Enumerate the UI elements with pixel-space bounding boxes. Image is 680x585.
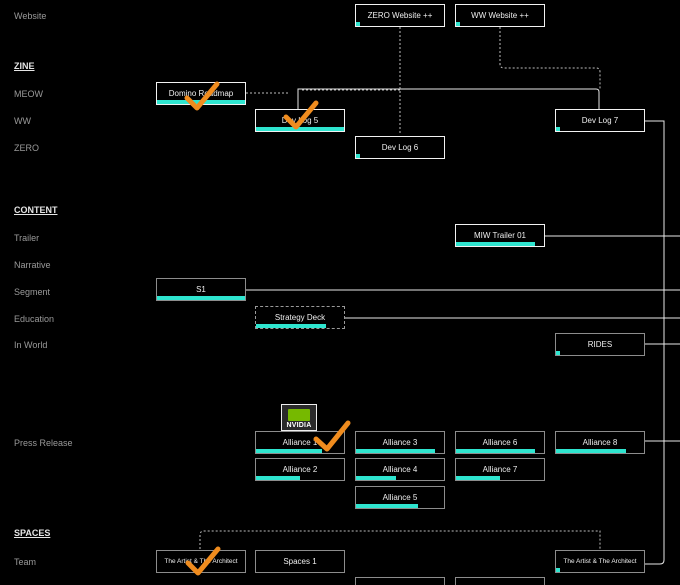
node-label: Alliance 2 [282, 465, 318, 474]
progress-bar [256, 324, 327, 328]
check-mark-icon [313, 420, 351, 452]
progress-bar [356, 449, 436, 453]
node-label: RIDES [587, 340, 613, 349]
dashed-ww-website [499, 27, 601, 89]
node-alliance-2[interactable]: Alliance 2 [255, 458, 345, 481]
node-label: Alliance 7 [482, 465, 518, 474]
node-label: Dev Log 7 [581, 116, 619, 125]
node-dev-log-6[interactable]: Dev Log 6 [355, 136, 445, 159]
node-ww-website[interactable]: WW Website ++ [455, 4, 545, 27]
progress-bar [356, 476, 396, 480]
row-label-education: Education [14, 314, 55, 324]
progress-bar [556, 449, 627, 453]
node-cut-off [455, 577, 545, 585]
node-label: Alliance 6 [482, 438, 518, 447]
node-miw-trailer-01[interactable]: MIW Trailer 01 [455, 224, 545, 247]
node-label: ZERO Website ++ [367, 11, 433, 20]
node-label: Alliance 3 [382, 438, 418, 447]
node-alliance-3[interactable]: Alliance 3 [355, 431, 445, 454]
section-heading-zine: ZINE [14, 61, 35, 71]
section-heading-content: CONTENT [14, 205, 58, 215]
node-label: Domino Roadmap [168, 89, 234, 98]
progress-bar [256, 127, 344, 131]
progress-bar [456, 22, 461, 26]
progress-bar [356, 504, 418, 508]
progress-bar [256, 476, 300, 480]
node-label: Alliance 8 [582, 438, 618, 447]
progress-bar [556, 568, 561, 572]
node-alliance-8[interactable]: Alliance 8 [555, 431, 645, 454]
progress-bar [256, 449, 322, 453]
node-label: Alliance 5 [382, 493, 418, 502]
node-alliance-6[interactable]: Alliance 6 [455, 431, 545, 454]
check-mark-icon [184, 81, 220, 111]
node-label: Dev Log 6 [381, 143, 419, 152]
node-label: The Artist & The Architect [563, 558, 637, 565]
progress-bar [356, 154, 361, 158]
progress-bar [157, 296, 245, 300]
node-s1[interactable]: S1 [156, 278, 246, 301]
dashed-team-link [199, 530, 601, 549]
row-label-segment: Segment [14, 287, 51, 297]
section-heading-spaces: SPACES [14, 528, 51, 538]
row-label-trailer: Trailer [14, 233, 40, 243]
progress-bar [556, 351, 561, 355]
progress-bar [456, 449, 536, 453]
progress-bar [356, 22, 361, 26]
node-strategy-deck[interactable]: Strategy Deck [255, 306, 345, 329]
row-label-ww: WW [14, 116, 31, 126]
node-label: WW Website ++ [471, 11, 529, 20]
node-cut-off [355, 577, 445, 585]
nvidia-logo-text: NVIDIA [286, 422, 312, 429]
progress-bar [456, 476, 500, 480]
node-rides[interactable]: RIDES [555, 333, 645, 356]
node-zero-website[interactable]: ZERO Website ++ [355, 4, 445, 27]
node-label: Spaces 1 [283, 557, 317, 566]
node-label: MIW Trailer 01 [473, 231, 526, 240]
node-label: Alliance 4 [382, 465, 418, 474]
node-label: Alliance 1 [282, 438, 318, 447]
node-team-artist-architect-2[interactable]: The Artist & The Architect [555, 550, 645, 573]
nvidia-logo-icon: NVIDIA [281, 404, 317, 431]
row-label-meow: MEOW [14, 89, 43, 99]
row-label-press-release: Press Release [14, 438, 73, 448]
progress-bar [456, 242, 536, 246]
node-label: S1 [196, 285, 206, 294]
node-label: The Artist & The Architect [164, 558, 238, 565]
row-label-in-world: In World [14, 340, 48, 350]
node-alliance-7[interactable]: Alliance 7 [455, 458, 545, 481]
connector-devlog-line [297, 88, 600, 110]
check-mark-icon [283, 100, 319, 130]
check-mark-icon [185, 546, 221, 576]
node-alliance-5[interactable]: Alliance 5 [355, 486, 445, 509]
node-dev-log-7[interactable]: Dev Log 7 [555, 109, 645, 132]
row-label-narrative: Narrative [14, 260, 51, 270]
node-label: Strategy Deck [274, 313, 326, 322]
node-alliance-4[interactable]: Alliance 4 [355, 458, 445, 481]
connector-devlog7-team [645, 120, 665, 565]
nvidia-eye-icon [288, 409, 310, 421]
row-label-team: Team [14, 557, 37, 567]
row-label-website: Website [14, 11, 47, 21]
progress-bar [556, 127, 561, 131]
row-label-zero: ZERO [14, 143, 40, 153]
node-spaces-1[interactable]: Spaces 1 [255, 550, 345, 573]
